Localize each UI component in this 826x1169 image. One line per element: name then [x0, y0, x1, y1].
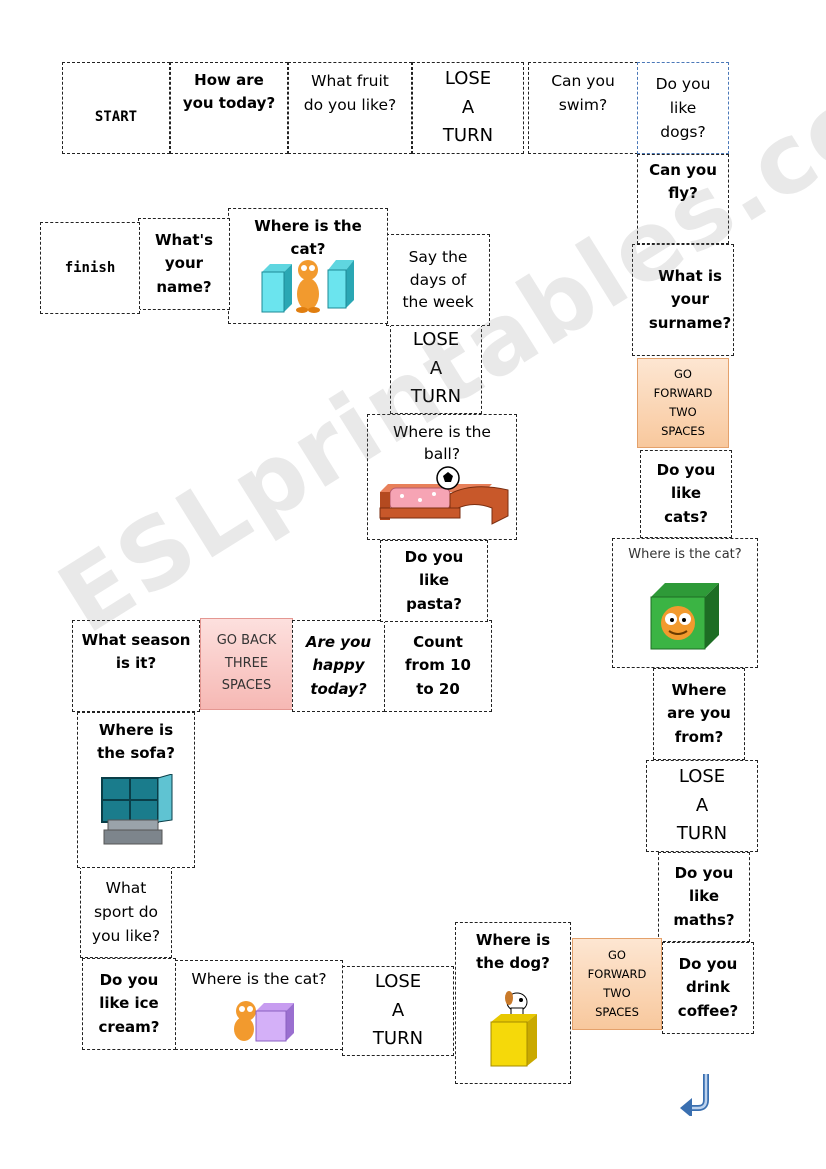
board-space-19: Do you like ice cream? [82, 958, 176, 1050]
space-text: Do you like cats? [656, 461, 716, 526]
start-space: START [62, 62, 170, 154]
board-space-9: Do you like cats? [640, 450, 732, 538]
board-space-25: Count from 10 to 20 [384, 620, 492, 712]
picture-space-cat-between-boxes: Where is the cat? [228, 208, 388, 324]
space-text: Do you drink coffee? [677, 955, 739, 1020]
board-space-24: Are you happy today? [292, 620, 385, 712]
space-text: Do you like pasta? [404, 548, 464, 613]
space-text: LOSE A TURN [410, 328, 462, 408]
ball-on-bed-icon [372, 464, 512, 528]
board-space-2: What fruit do you like? [288, 62, 412, 154]
picture-space-sofa: Where is the sofa? [77, 712, 195, 868]
space-text: Can you fly? [649, 161, 717, 203]
space-text: Are you happy today? [305, 633, 372, 698]
space-text: Where is the sofa? [97, 721, 175, 763]
go-forward-space-1: GO FORWARD TWO SPACES [637, 358, 729, 448]
board-space-22: What season is it? [72, 620, 200, 712]
space-text: LOSE A TURN [372, 970, 424, 1050]
lose-turn-space-4: LOSE A TURN [390, 324, 482, 414]
finish-label: finish [64, 260, 116, 276]
space-text: What's your name? [154, 231, 214, 296]
space-text: What fruit do you like? [303, 72, 397, 115]
cat-behind-box-icon [222, 997, 296, 1043]
go-back-space: GO BACK THREE SPACES [200, 618, 293, 710]
space-text: Where is the ball? [393, 423, 491, 464]
space-text: LOSE A TURN [442, 67, 494, 147]
space-text: Where is the cat? [191, 970, 327, 988]
space-text: GO BACK THREE SPACES [216, 632, 277, 694]
board-space-20: What sport do you like? [80, 866, 172, 958]
picture-space-cat-in-box: Where is the cat? [612, 538, 758, 668]
picture-space-cat-behind-box: Where is the cat? [175, 960, 343, 1050]
board-space-6: Can you fly? [637, 154, 729, 244]
cat-in-box-icon [647, 579, 723, 651]
space-text: Where is the cat? [254, 217, 362, 259]
space-text: Do you like dogs? [655, 74, 711, 141]
space-text: GO FORWARD TWO SPACES [587, 948, 647, 1019]
return-arrow-icon [678, 1070, 720, 1116]
space-text: Do you like maths? [673, 864, 735, 929]
board-space-29: Say the days of the week [386, 234, 490, 326]
space-text: Count from 10 to 20 [405, 633, 471, 698]
board-space-13: Do you like maths? [658, 852, 750, 942]
space-text: What season is it? [81, 631, 191, 673]
cat-between-boxes-icon [260, 256, 356, 314]
space-text: How are you today? [182, 71, 276, 113]
space-text: What is your surname? [648, 267, 732, 332]
space-text: LOSE A TURN [676, 765, 728, 845]
board-space-11: Where are you from? [653, 668, 745, 760]
board-space-5: Do you like dogs? [637, 62, 729, 154]
start-label: START [94, 109, 138, 125]
board-space-26: Do you like pasta? [380, 540, 488, 622]
go-forward-space-2: GO FORWARD TWO SPACES [572, 938, 662, 1030]
space-text: Say the days of the week [402, 248, 474, 312]
picture-space-dog: Where is the dog? [455, 922, 571, 1084]
space-text: Can you swim? [551, 72, 615, 115]
space-text: GO FORWARD TWO SPACES [653, 367, 713, 438]
picture-space-ball: Where is the ball? [367, 414, 517, 540]
lose-turn-space-3: LOSE A TURN [342, 966, 454, 1056]
board-space-4: Can you swim? [528, 62, 638, 154]
finish-space: finish [40, 222, 140, 314]
space-text: Where are you from? [667, 681, 731, 746]
board-space-14: Do you drink coffee? [662, 942, 754, 1034]
space-text: Do you like ice cream? [98, 971, 160, 1036]
dog-on-box-icon [481, 988, 545, 1068]
lose-turn-space-2: LOSE A TURN [646, 760, 758, 852]
sofa-under-window-icon [96, 773, 176, 848]
board-space-1: How are you today? [170, 62, 288, 154]
space-text: What sport do you like? [91, 878, 161, 945]
board-space-7: What is your surname? [632, 244, 734, 356]
space-text: Where is the cat? [628, 547, 742, 562]
board-space-31: What's your name? [138, 218, 230, 310]
space-text: Where is the dog? [475, 931, 551, 973]
lose-turn-space-1: LOSE A TURN [412, 62, 524, 154]
